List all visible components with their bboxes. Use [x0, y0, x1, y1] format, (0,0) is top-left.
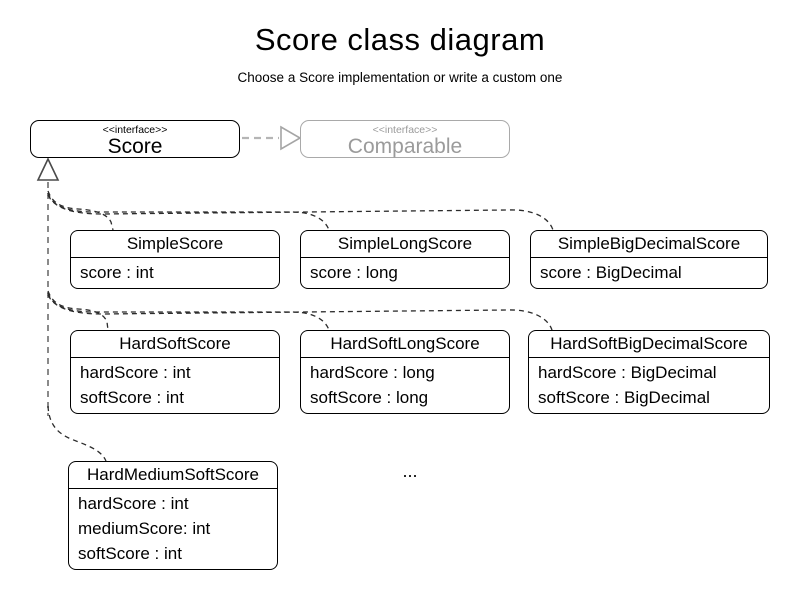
connector-simplebigdecimalscore — [47, 194, 554, 231]
implements-arrow-icon — [280, 125, 302, 151]
class-title: SimpleScore — [71, 231, 279, 258]
class-title: HardSoftLongScore — [301, 331, 509, 358]
class-node-simplebigdecimalscore: SimpleBigDecimalScore score : BigDecimal — [530, 230, 768, 289]
class-attribute: score : long — [310, 263, 398, 282]
class-node-hardsoftscore: HardSoftScore hardScore : int softScore … — [70, 330, 280, 414]
score-name: Score — [107, 135, 163, 158]
connector-simplescore — [47, 190, 114, 231]
class-node-simplescore: SimpleScore score : int — [70, 230, 280, 289]
page-title: Score class diagram — [254, 22, 546, 57]
class-node-hardsoftbigdecimalscore: HardSoftBigDecimalScore hardScore : BigD… — [528, 330, 770, 414]
class-title: HardSoftBigDecimalScore — [529, 331, 769, 358]
class-attribute: hardScore : BigDecimal — [538, 363, 717, 382]
class-node-hardsoftlongscore: HardSoftLongScore hardScore : long softS… — [300, 330, 510, 414]
class-attribute: softScore : int — [78, 544, 182, 563]
interface-node-score: <<interface>> Score — [30, 120, 240, 158]
score-stereotype: <<interface>> — [102, 124, 168, 136]
class-attribute: score : int — [80, 263, 154, 282]
ellipsis-label: ... — [402, 461, 418, 481]
class-attribute: hardScore : int — [78, 494, 189, 513]
interface-node-comparable: <<interface>> Comparable — [300, 120, 510, 158]
class-title: SimpleLongScore — [301, 231, 509, 258]
class-node-hardmediumsoftscore: HardMediumSoftScore hardScore : int medi… — [68, 461, 278, 570]
connector-simplelongscore — [47, 192, 330, 231]
connector-hardmediumsoftscore — [47, 405, 107, 462]
comparable-name: Comparable — [347, 135, 463, 158]
class-title: HardSoftScore — [71, 331, 279, 358]
class-node-simplelongscore: SimpleLongScore score : long — [300, 230, 510, 289]
class-title: SimpleBigDecimalScore — [531, 231, 767, 258]
comparable-stereotype: <<interface>> — [372, 124, 438, 136]
class-attribute: softScore : int — [80, 388, 184, 407]
page-subtitle: Choose a Score implementation or write a… — [237, 70, 563, 85]
connector-hardsoftbigdecimalscore — [47, 294, 553, 331]
connector-hardsoftlongscore — [47, 292, 330, 331]
class-title: HardMediumSoftScore — [69, 462, 277, 489]
class-attribute: softScore : BigDecimal — [538, 388, 710, 407]
connector-hardsoftscore — [47, 290, 109, 331]
class-attribute: hardScore : long — [310, 363, 435, 382]
class-attribute: mediumScore: int — [78, 519, 211, 538]
class-attribute: hardScore : int — [80, 363, 191, 382]
class-attribute: softScore : long — [310, 388, 429, 407]
class-attribute: score : BigDecimal — [540, 263, 682, 282]
inheritance-triangle-icon — [36, 157, 60, 181]
